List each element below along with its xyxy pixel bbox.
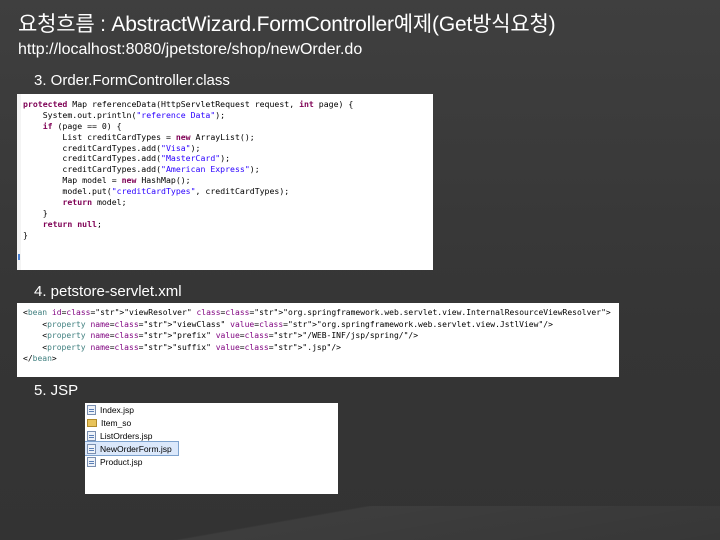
editor-gutter bbox=[17, 94, 21, 270]
jsp-file-icon bbox=[87, 456, 96, 467]
file-item-listorders[interactable]: ListOrders.jsp bbox=[85, 429, 338, 442]
step-3-label: 3. Order.FormController.class bbox=[34, 72, 230, 89]
step-5-label: 5. JSP bbox=[34, 382, 79, 399]
file-item-product[interactable]: Product.jsp bbox=[85, 455, 338, 468]
request-url: http://localhost:8080/jpetstore/shop/new… bbox=[18, 41, 363, 58]
code-line: return model; bbox=[62, 197, 127, 208]
code-line: creditCardTypes.add("Visa"); bbox=[23, 142, 201, 153]
jsp-file-icon bbox=[87, 443, 96, 454]
file-item-neworderform[interactable]: NewOrderForm.jsp bbox=[85, 441, 179, 456]
jsp-file-list-screenshot: Index.jsp Item_so ListOrders.jsp NewOrde… bbox=[85, 403, 338, 494]
code-line: } bbox=[23, 229, 28, 240]
xml-line: </bean> bbox=[23, 354, 57, 364]
xml-line: <property name=class="str">"suffix" valu… bbox=[23, 342, 341, 352]
code-line: creditCardTypes.add("MasterCard"); bbox=[23, 153, 231, 164]
folder-icon bbox=[87, 418, 97, 427]
file-name: Product.jsp bbox=[100, 456, 143, 467]
step-4-label: 4. petstore-servlet.xml bbox=[34, 283, 182, 300]
code-line: return null; bbox=[42, 218, 102, 229]
file-item-index[interactable]: Index.jsp bbox=[85, 403, 338, 416]
code-line: protected Map referenceData(HttpServletR… bbox=[23, 99, 354, 109]
xml-line: <property name=class="str">"prefix" valu… bbox=[23, 331, 419, 341]
editor-marker-icon bbox=[18, 254, 20, 260]
jsp-file-icon bbox=[87, 404, 96, 415]
xml-line: <property name=class="str">"viewClass" v… bbox=[23, 319, 553, 329]
file-tree: Index.jsp Item_so ListOrders.jsp NewOrde… bbox=[85, 403, 338, 468]
code-line: } bbox=[23, 207, 48, 218]
code-line: System.out.println("reference Data"); bbox=[23, 109, 226, 120]
java-code-lines: protected Map referenceData(HttpServletR… bbox=[23, 99, 353, 241]
java-code-screenshot: protected Map referenceData(HttpServletR… bbox=[17, 94, 433, 270]
xml-config-screenshot: <bean id=class="str">"viewResolver" clas… bbox=[17, 303, 619, 377]
xml-code-lines: <bean id=class="str">"viewResolver" clas… bbox=[23, 307, 611, 365]
code-line: Map model = new HashMap(); bbox=[23, 175, 191, 186]
code-line: List creditCardTypes = new ArrayList(); bbox=[23, 131, 255, 142]
code-line: if (page == 0) { bbox=[42, 120, 122, 131]
code-line: creditCardTypes.add("American Express"); bbox=[23, 164, 260, 175]
jsp-file-icon bbox=[87, 430, 96, 441]
slide-title: 요청흐름 : AbstractWizard.FormController예제(G… bbox=[18, 13, 556, 36]
xml-line: <bean id=class="str">"viewResolver" clas… bbox=[23, 308, 611, 317]
code-line: model.put("creditCardTypes", creditCardT… bbox=[23, 186, 290, 197]
file-name: ListOrders.jsp bbox=[100, 430, 153, 441]
file-item-item-so[interactable]: Item_so bbox=[85, 416, 338, 429]
file-name: NewOrderForm.jsp bbox=[100, 443, 172, 454]
file-name: Item_so bbox=[101, 417, 132, 428]
file-name: Index.jsp bbox=[100, 404, 135, 415]
